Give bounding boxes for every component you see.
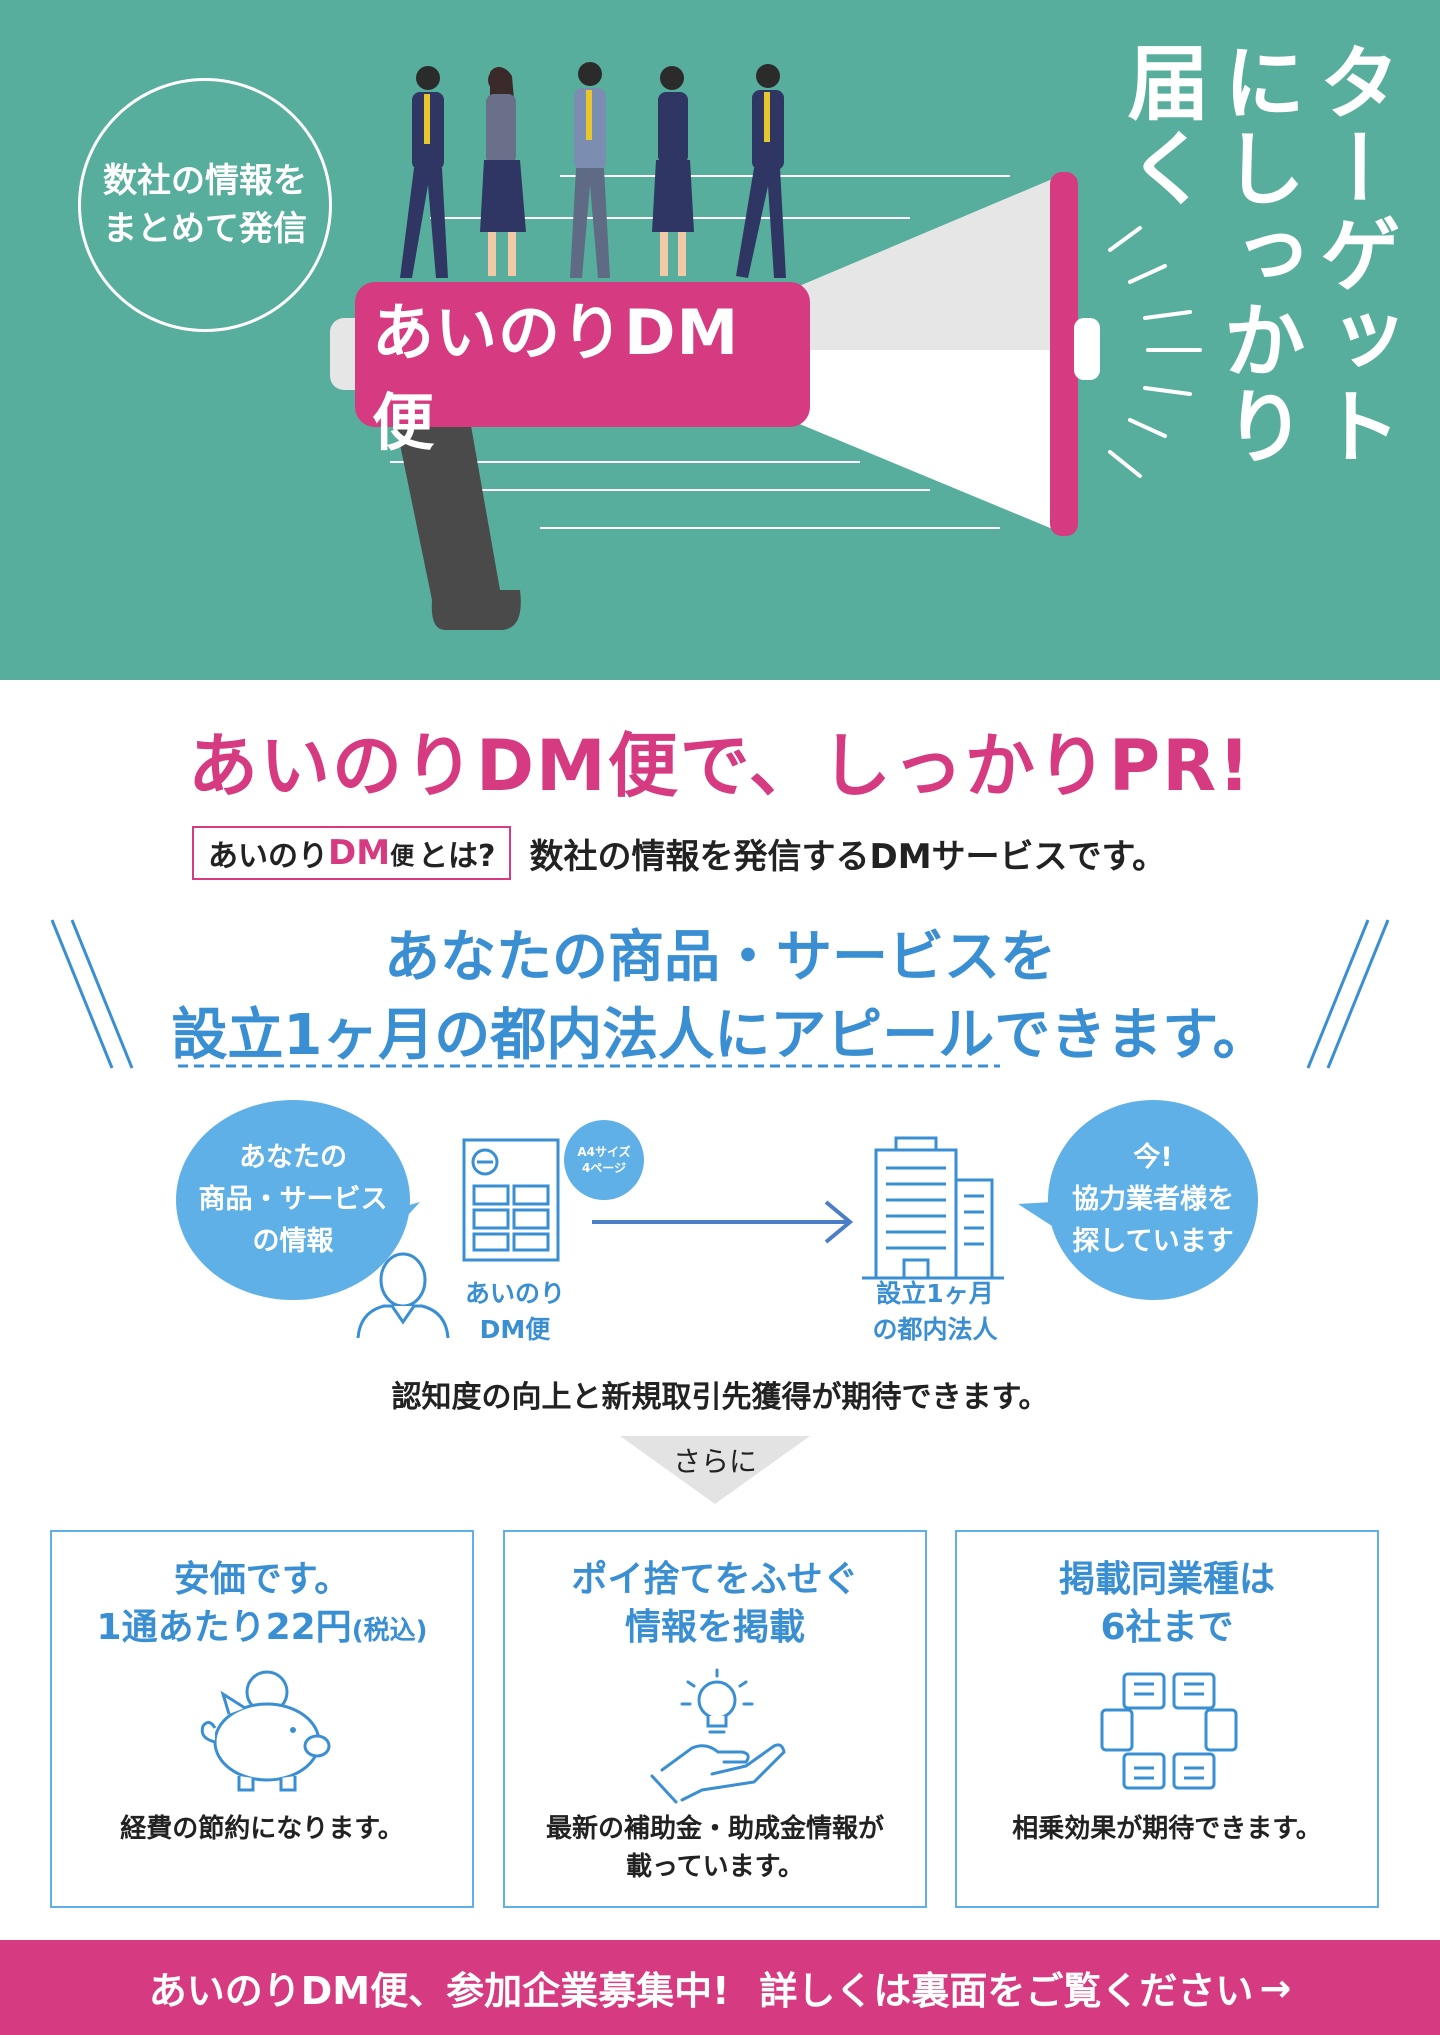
left-bubble-line2: 商品・サービス [198,1184,388,1215]
footer-banner[interactable]: あいのりDM便、参加企業募集中! 詳しくは裏面をご覧ください → [0,1940,1440,2035]
feature-description: 相乗効果が期待できます。 [957,1810,1377,1848]
a4-badge-line2: 4ページ [581,1161,627,1175]
feature-title: ポイ捨てをふせぐ 情報を掲載 [505,1556,925,1655]
dm-bin-label-line2: DM便 [479,1315,551,1344]
arrow-icon [592,1200,854,1244]
feature-title-line2: 1通あたり22円 [96,1607,352,1648]
whatis-row: あいのり DM 便 とは? 数社の情報を発信するDMサービスです。 [192,824,1166,882]
flow-diagram [356,1136,1052,1339]
business-people-icon [400,62,786,278]
main-headline: あいのりDM便で、しっかりPR! [187,725,1253,807]
feature-desc-line2: 載っています。 [625,1852,805,1882]
feature-title: 掲載同業種は 6社まで [957,1556,1377,1655]
left-bubble-line3: の情報 [252,1226,334,1257]
left-info-bubble: あなたの 商品・サービス の情報 [176,1100,410,1300]
info-bubble-line1: 数社の情報を [103,161,307,201]
vertical-title: ターゲットにしっかり届く [1113,40,1400,470]
whatis-badge: あいのり DM 便 とは? [192,826,512,880]
corporation-label-line2: の都内法人 [872,1315,998,1344]
dm-bin-label: あいのり DM便 [440,1276,590,1348]
feature-title-line2: 6社まで [1100,1607,1234,1648]
corporation-label-line1: 設立1ヶ月 [876,1279,994,1308]
appeal-line1: あなたの商品・サービスを [384,925,1056,990]
hero-section: 数社の情報を まとめて発信 あいのりDM便 ターゲットにしっかり届く [0,0,1440,680]
feature-desc-line1: 相乗効果が期待できます。 [1012,1814,1322,1844]
feature-desc-line1: 経費の節約になります。 [120,1814,404,1844]
left-bubble-line1: あなたの [239,1142,347,1173]
document-icon [462,1138,560,1262]
feature-card-info: ポイ捨てをふせぐ 情報を掲載 最新の補助金・助成金情報が 載っています。 [503,1530,927,1908]
feature-card-industry: 掲載同業種は 6社まで 相乗効果が期待できます。 [955,1530,1379,1908]
whatis-ainori: あいのり [208,839,328,874]
corporation-label: 設立1ヶ月 の都内法人 [860,1276,1010,1348]
appeal-decoration [50,919,1390,1069]
sound-rays [1108,226,1202,478]
person-icon [356,1252,450,1339]
building-icon [862,1136,1004,1280]
feature-description: 経費の節約になります。 [52,1810,472,1848]
whatis-question: とは? [418,839,496,874]
feature-title-line1: ポイ捨てをふせぐ [571,1559,859,1600]
expectation-text: 認知度の向上と新規取引先獲得が期待できます。 [391,1380,1049,1415]
whatis-dm: DM [328,833,391,873]
megaphone-illustration [330,62,1202,630]
appeal-line2: 設立1ヶ月の都内法人にアピールできます。 [171,1003,1269,1068]
whatis-description: 数社の情報を発信するDMサービスです。 [529,836,1167,877]
footer-recruit-text: あいのりDM便、参加企業募集中! [148,1969,730,2013]
feature-description: 最新の補助金・助成金情報が 載っています。 [505,1810,925,1886]
right-bubble-line1: 今! [1133,1142,1173,1173]
footer-details-link[interactable]: 詳しくは裏面をご覧ください [759,1969,1254,2013]
dm-bin-label-line1: あいのり [464,1279,565,1308]
info-bubble: 数社の情報を まとめて発信 [78,78,332,332]
feature-desc-line1: 最新の補助金・助成金情報が [545,1814,884,1844]
sarani-triangle [620,1436,810,1504]
sarani-label: さらに [672,1445,757,1478]
feature-title-line1: 安価です。 [173,1559,351,1600]
whatis-bin: 便 [390,841,415,870]
feature-card-price: 安価です。 1通あたり22円(税込) 経費の節約になります。 [50,1530,474,1908]
megaphone-handle [395,420,521,630]
feature-title-tax: (税込) [351,1616,428,1646]
info-bubble-line2: まとめて発信 [103,209,307,249]
right-bubble-line2: 協力業者様を [1072,1184,1234,1215]
piggy-bank-icon [200,1670,331,1792]
megaphone-rim [1050,172,1078,536]
a4-size-badge: A4サイズ 4ページ [564,1120,644,1200]
product-name-hero: あいのりDM便 [372,296,740,459]
megaphone-body [355,282,810,427]
feature-title-line2: 情報を掲載 [624,1607,805,1648]
arrow-right-icon: → [1259,1965,1292,2010]
right-info-bubble: 今! 協力業者様を 探しています [1048,1100,1258,1300]
handshake-icon [1100,1672,1238,1790]
feature-title: 安価です。 1通あたり22円(税込) [52,1556,472,1655]
a4-badge-line1: A4サイズ [577,1145,631,1159]
feature-title-line1: 掲載同業種は [1058,1559,1275,1600]
right-bubble-line3: 探しています [1072,1226,1234,1257]
lightbulb-hand-icon [650,1668,786,1804]
